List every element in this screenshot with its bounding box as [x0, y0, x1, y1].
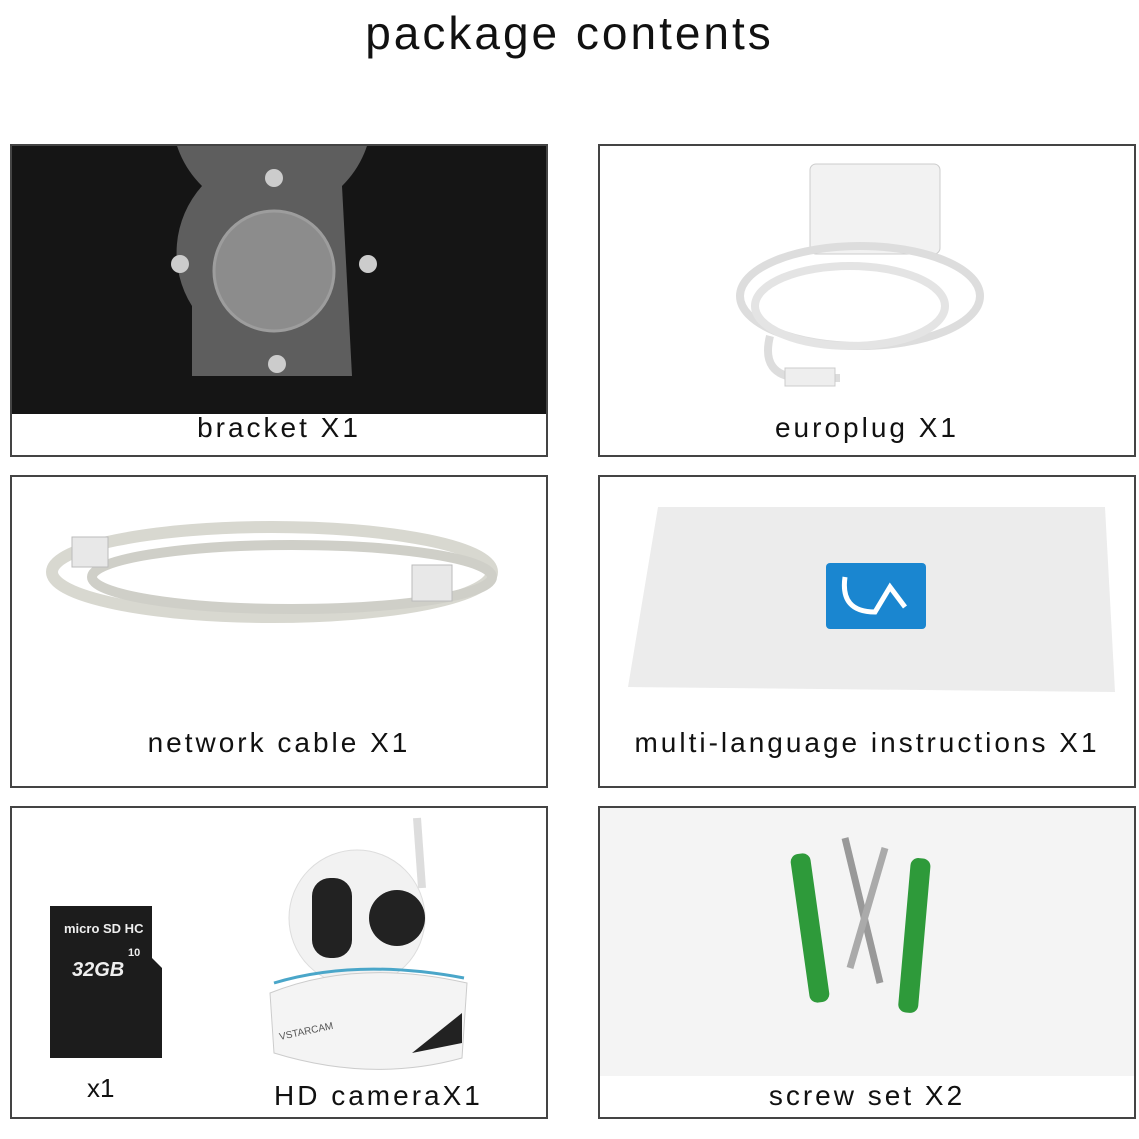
- item-europlug: europlug X1: [598, 144, 1136, 457]
- item-network-cable: network cable X1: [10, 475, 548, 788]
- sd-card-class: 10: [128, 947, 140, 959]
- page-title: package contents: [365, 7, 774, 59]
- item-instructions: multi-language instructions X1: [598, 475, 1136, 788]
- network-cable-image: [46, 521, 498, 623]
- caption: multi-language instructions X1: [634, 727, 1100, 758]
- item-screw-set: screw set X2: [598, 806, 1136, 1119]
- caption: HD cameraX1: [274, 1080, 483, 1111]
- sd-card-caption: x1: [87, 1073, 115, 1103]
- caption: bracket X1: [197, 412, 361, 443]
- bracket-image: [12, 146, 546, 414]
- caption: europlug X1: [774, 412, 959, 443]
- item-hd-camera: micro SD HC 10 32GB VSTARCAM x1 HD camer…: [10, 806, 548, 1119]
- europlug-image: [736, 163, 984, 387]
- caption: network cable X1: [147, 727, 411, 758]
- item-bracket: bracket X1: [10, 144, 548, 457]
- caption: screw set X2: [768, 1080, 966, 1111]
- instructions-image: [628, 507, 1115, 692]
- camera-and-sd-card-image: micro SD HC 10 32GB VSTARCAM: [50, 817, 468, 1070]
- sd-card-icon: [50, 906, 162, 1058]
- sd-card-capacity: 32GB: [72, 959, 124, 981]
- instructions-logo-icon: [826, 563, 926, 629]
- sd-card-brand: micro SD HC: [64, 921, 144, 936]
- screw-set-image: [600, 808, 1134, 1076]
